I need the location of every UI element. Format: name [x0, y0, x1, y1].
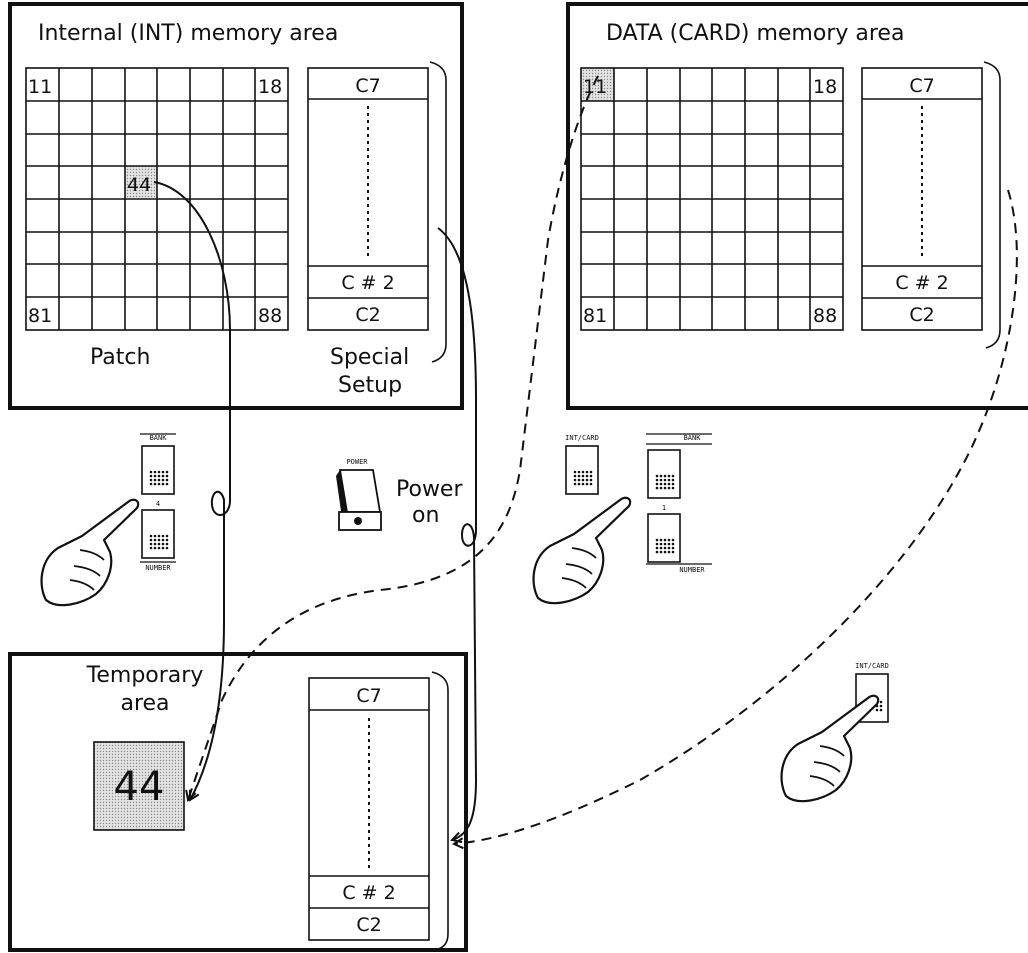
temp-column-c-sharp-2: C # 2: [342, 882, 395, 904]
power-switch-label: POWER: [346, 458, 368, 466]
temp-column-c2: C2: [356, 914, 381, 936]
int-cell-81: 81: [28, 305, 52, 327]
selected-patch-cell: [125, 166, 157, 198]
card-column-c2: C2: [909, 304, 934, 326]
int-column-c2: C2: [355, 304, 380, 326]
card-to-temp-line: [188, 75, 599, 800]
right-int-card-button[interactable]: INT/CARD: [565, 434, 599, 495]
power-on-label-1: Power: [396, 477, 463, 502]
left-bank-button[interactable]: [141, 445, 175, 495]
card-special-to-temp-line: [454, 189, 1018, 844]
special-label: Special: [330, 345, 409, 370]
card-cell-11: 11: [583, 76, 607, 98]
card-memory-area: DATA (CARD) memory area 11 18 81 88: [566, 2, 1028, 410]
lower-int-card-label: INT/CARD: [855, 662, 889, 670]
card-area-title: DATA (CARD) memory area: [606, 21, 904, 46]
card-area-frame: [566, 2, 1028, 410]
int-memory-area: Internal (INT) memory area 11 18 81 88 4…: [8, 2, 464, 410]
int-column-c7: C7: [355, 75, 380, 97]
int-column-bracket: [429, 61, 447, 363]
temp-patch-value: 44: [114, 764, 165, 810]
temp-area-frame: [8, 652, 468, 952]
right-number-label: NUMBER: [679, 566, 705, 574]
card-cell-18: 18: [813, 76, 837, 98]
int-cell-11: 11: [28, 76, 52, 98]
card-column-c-sharp-2: C # 2: [895, 272, 948, 294]
right-bank-number-controls: BANK 1 NUMBER: [646, 433, 712, 574]
temp-column-c7: C7: [356, 685, 381, 707]
left-bank-label: BANK: [150, 434, 168, 442]
card-column-c7: C7: [909, 75, 934, 97]
left-bank-digit: 4: [156, 500, 160, 508]
right-bank-button[interactable]: [647, 449, 681, 499]
card-patch-grid: 11 18 81 88: [580, 67, 844, 331]
setup-label: Setup: [338, 373, 402, 398]
right-number-button[interactable]: [647, 513, 681, 563]
card-cell-81: 81: [583, 305, 607, 327]
lower-hand-icon: [780, 694, 880, 803]
left-number-label: NUMBER: [145, 564, 171, 572]
card-cell-88: 88: [813, 305, 837, 327]
temp-special-column: C7 C # 2 C2: [308, 671, 449, 951]
temp-area-title: Temporary: [86, 663, 204, 688]
right-bank-label: BANK: [684, 434, 702, 442]
left-hand-icon: [40, 498, 140, 607]
right-hand-icon: [532, 496, 632, 605]
right-int-card-label: INT/CARD: [565, 434, 599, 442]
int-column-c-sharp-2: C # 2: [341, 272, 394, 294]
int-cell-44: 44: [127, 174, 151, 196]
temp-patch-box: [93, 741, 185, 831]
power-switch[interactable]: POWER: [336, 458, 382, 531]
right-bank-digit: 1: [662, 504, 666, 512]
left-bank-number-controls: BANK 4 NUMBER: [140, 433, 176, 572]
int-area-frame: [8, 2, 464, 410]
int-special-column: C7 C # 2 C2: [307, 61, 447, 363]
int-cell-18: 18: [258, 76, 282, 98]
temp-column-bracket: [431, 671, 449, 951]
patch-label: Patch: [90, 345, 150, 370]
int-patch-grid: 11 18 81 88 44: [25, 67, 289, 331]
special-to-temp-line: [437, 227, 478, 840]
card-special-column: C7 C # 2 C2: [861, 61, 1001, 349]
int-area-title: Internal (INT) memory area: [38, 21, 338, 46]
card-selected-cell: [581, 68, 614, 101]
card-column-bracket: [983, 61, 1001, 349]
left-number-button[interactable]: [141, 509, 175, 559]
power-on-label-2: on: [412, 503, 439, 528]
temp-area-subtitle: area: [120, 691, 169, 716]
int-cell-88: 88: [258, 305, 282, 327]
temporary-area: Temporary area 44 C7 C # 2 C2: [8, 652, 468, 952]
